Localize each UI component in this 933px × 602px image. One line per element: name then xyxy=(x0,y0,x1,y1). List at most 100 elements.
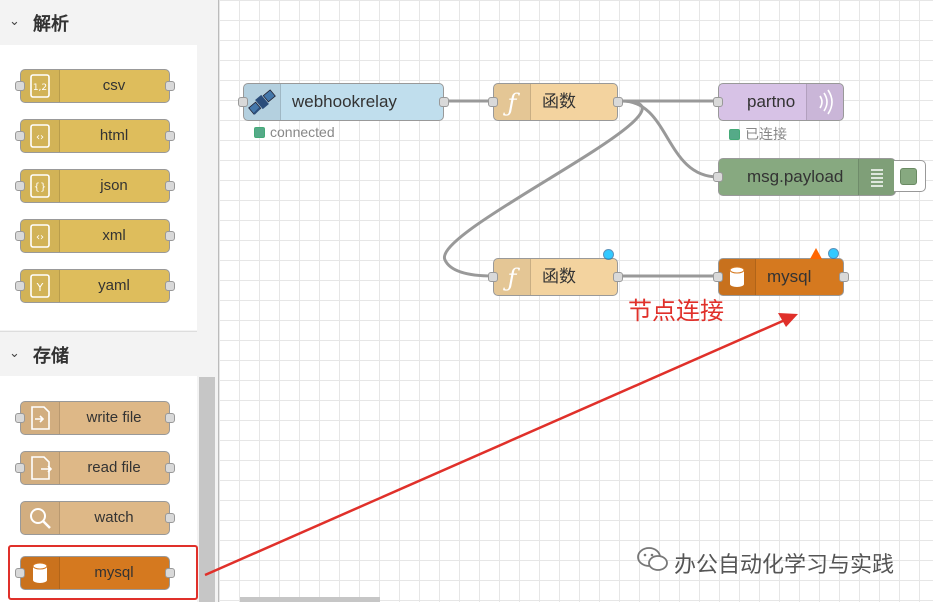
palette-node-html[interactable]: ‹› html xyxy=(15,119,175,153)
input-port xyxy=(15,131,25,141)
input-port[interactable] xyxy=(488,97,498,107)
output-port xyxy=(165,463,175,473)
svg-text:‹›: ‹› xyxy=(36,132,44,143)
input-port xyxy=(15,568,25,578)
database-icon xyxy=(719,259,756,295)
debug-list-icon xyxy=(858,159,895,195)
svg-text:1,2: 1,2 xyxy=(33,83,47,93)
yaml-icon: Y xyxy=(21,270,60,302)
input-port[interactable] xyxy=(713,272,723,282)
palette-node-read-file[interactable]: read file xyxy=(15,451,175,485)
status-text: connected xyxy=(270,124,335,140)
node-label: msg.payload xyxy=(747,167,844,186)
annotation-text: 节点连接 xyxy=(628,297,724,325)
palette-node-xml[interactable]: ‹› xml xyxy=(15,219,175,253)
palette-node-mysql[interactable]: mysql xyxy=(15,556,175,590)
workspace-scrollbar[interactable] xyxy=(240,597,380,602)
output-port xyxy=(165,131,175,141)
output-port[interactable] xyxy=(613,272,623,282)
input-port xyxy=(238,97,248,107)
toggle-indicator xyxy=(900,168,917,185)
flow-node-function-1[interactable]: ƒ 函数 xyxy=(488,83,623,121)
satellite-icon xyxy=(244,84,281,120)
svg-text:‹›: ‹› xyxy=(36,232,44,243)
svg-text:ƒ: ƒ xyxy=(503,89,521,117)
node-label: json xyxy=(100,177,128,194)
function-icon: ƒ xyxy=(494,259,531,295)
node-label: csv xyxy=(102,77,126,94)
node-label: mysql xyxy=(94,564,134,581)
category-label: 存储 xyxy=(33,346,69,367)
category-label: 解析 xyxy=(33,14,69,35)
category-header-storage[interactable]: ⌄ 存储 xyxy=(0,331,197,376)
input-port[interactable] xyxy=(713,97,723,107)
warning-triangle-icon xyxy=(810,248,822,259)
broadcast-icon xyxy=(806,84,843,120)
palette-scrollbar[interactable] xyxy=(199,377,215,602)
node-label: xml xyxy=(102,227,126,244)
node-label: partno xyxy=(747,92,796,111)
flow-node-mysql[interactable]: mysql xyxy=(713,258,849,296)
output-port xyxy=(165,413,175,423)
node-status-webhookrelay: connected xyxy=(254,124,335,140)
chevron-down-icon: ⌄ xyxy=(9,345,20,360)
node-status-partno: 已连接 xyxy=(729,124,787,144)
category-body-parse: 1,2 csv ‹› html {} json ‹› xml xyxy=(0,45,197,330)
output-port xyxy=(165,81,175,91)
flow-node-partno[interactable]: partno xyxy=(713,83,844,121)
node-palette: ⌄ 解析 1,2 csv ‹› html {} json xyxy=(0,0,219,602)
node-label: html xyxy=(99,127,129,144)
debug-toggle-button[interactable] xyxy=(894,160,926,192)
output-port xyxy=(165,181,175,191)
palette-node-json[interactable]: {} json xyxy=(15,169,175,203)
palette-node-write-file[interactable]: write file xyxy=(15,401,175,435)
node-label: watch xyxy=(94,509,134,526)
html-icon: ‹› xyxy=(21,120,60,152)
status-dot xyxy=(729,129,740,140)
svg-text:{}: {} xyxy=(34,182,47,193)
xml-icon: ‹› xyxy=(21,220,60,252)
highlight-box xyxy=(8,545,198,600)
input-port xyxy=(15,463,25,473)
output-port xyxy=(165,281,175,291)
node-label: 函数 xyxy=(542,92,576,111)
output-port[interactable] xyxy=(439,97,449,107)
output-port[interactable] xyxy=(839,272,849,282)
read-file-icon xyxy=(21,452,60,484)
palette-node-watch[interactable]: watch xyxy=(20,501,175,535)
function-icon: ƒ xyxy=(494,84,531,120)
chevron-down-icon: ⌄ xyxy=(9,13,20,28)
palette-node-csv[interactable]: 1,2 csv xyxy=(15,69,175,103)
wire xyxy=(443,99,644,278)
status-dot xyxy=(254,127,265,138)
watermark: 办公自动化学习与实践 xyxy=(636,544,894,578)
wechat-icon xyxy=(637,547,668,571)
input-port xyxy=(15,413,25,423)
changed-indicator xyxy=(603,249,614,260)
palette-node-yaml[interactable]: Y yaml xyxy=(15,269,175,303)
output-port xyxy=(165,513,175,523)
watermark-text: 办公自动化学习与实践 xyxy=(674,553,895,578)
csv-icon: 1,2 xyxy=(21,70,60,102)
flow-node-function-2[interactable]: ƒ 函数 xyxy=(488,258,623,296)
node-label: read file xyxy=(87,459,141,476)
svg-text:Y: Y xyxy=(36,281,44,294)
watch-icon xyxy=(21,502,60,534)
output-port[interactable] xyxy=(613,97,623,107)
node-label: write file xyxy=(86,409,142,426)
node-label: yaml xyxy=(98,277,130,294)
category-header-parse[interactable]: ⌄ 解析 xyxy=(0,0,197,44)
flow-node-debug[interactable]: msg.payload xyxy=(713,158,896,196)
category-body-storage: write file read file watch mysql xyxy=(0,376,197,602)
write-file-icon xyxy=(21,402,60,434)
output-port xyxy=(165,568,175,578)
input-port[interactable] xyxy=(488,272,498,282)
input-port xyxy=(15,231,25,241)
input-port xyxy=(15,81,25,91)
input-port[interactable] xyxy=(713,172,723,182)
node-label: webhookrelay xyxy=(292,92,397,111)
output-port xyxy=(165,231,175,241)
flow-node-webhookrelay[interactable]: webhookrelay xyxy=(238,83,449,121)
